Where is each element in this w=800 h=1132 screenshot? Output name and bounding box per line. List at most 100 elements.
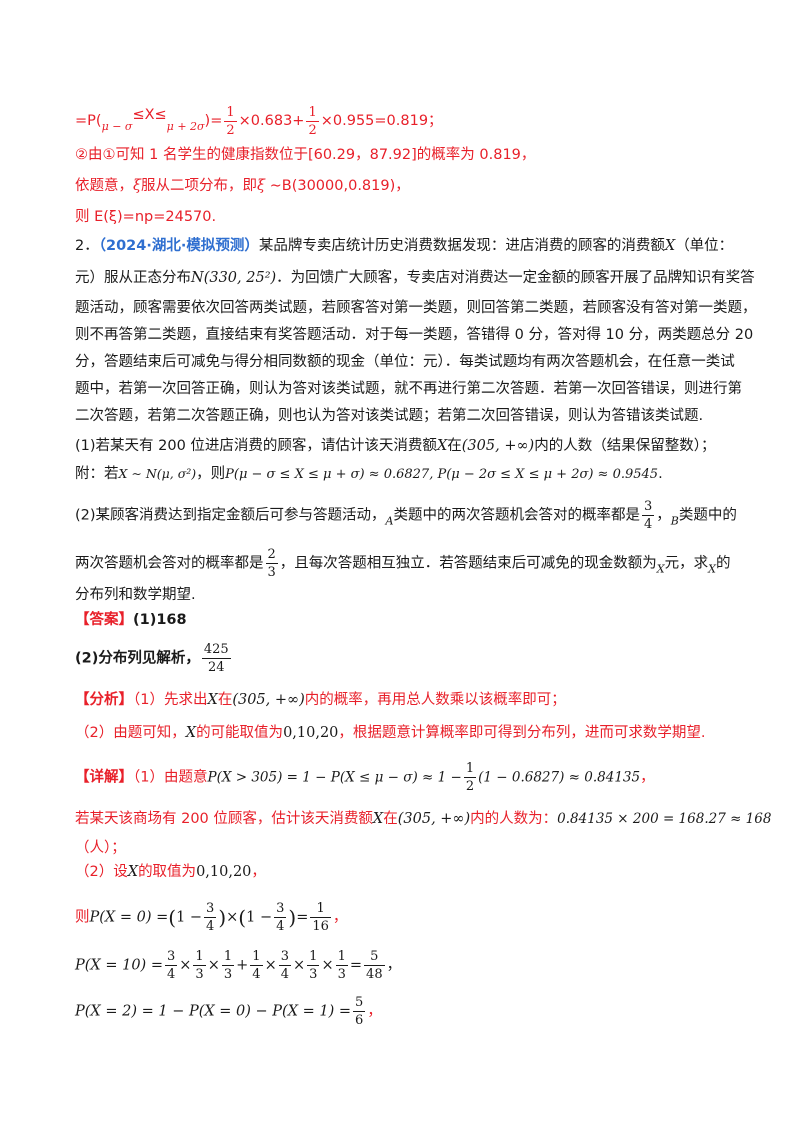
problem-line-5: 分，答题结束后可减免与得分相同数额的现金（单位：元）．每类试题均有两次答题机会，…: [75, 354, 735, 370]
text: ，根据题意计算概率即可得到分布列，进而可求数学期望.: [338, 725, 706, 741]
answer-line-1: 【答案】(1)168: [75, 610, 187, 630]
text: ．为回馈广大顾客，专卖店对消费达一定金额的顾客开展了品牌知识有奖答: [276, 270, 755, 286]
math-normal-dist: N(330, 25²): [191, 270, 277, 286]
text: ，: [640, 769, 655, 786]
math-normal: X ∼ N(μ, σ²): [118, 466, 197, 481]
analysis-label: 【分析】: [75, 692, 133, 708]
text: ，则: [196, 466, 226, 482]
text: 附：若: [75, 466, 119, 482]
math-x: X: [372, 811, 384, 827]
math-mu-minus-sigma: μ − σ: [101, 120, 133, 133]
detail-line-2: 若某天该商场有 200 位顾客，估计该天消费额X在(305, +∞)内的人数为：…: [75, 809, 771, 829]
prev-line-2: ②由①可知 1 名学生的健康指数位于[60.29，87.92]的概率为 0.81…: [75, 147, 536, 163]
text: 的可能取值为: [196, 725, 284, 741]
math-x: X: [436, 438, 448, 454]
question-1-note: 附：若X ∼ N(μ, σ²)，则P(μ − σ ≤ X ≤ μ + σ) ≈ …: [75, 464, 663, 485]
text: 两次答题机会答对的概率都是: [75, 555, 264, 572]
text: 内的人数为：: [470, 811, 558, 827]
text: (1)若某天有 200 位进店消费的顾客，请估计该天消费额: [75, 438, 437, 454]
detail-line-1: 【详解】（1）由题意P(X > 305) = 1 − P(X ≤ μ − σ) …: [75, 762, 655, 793]
math-x: X: [656, 562, 665, 576]
math-x: X: [664, 238, 676, 254]
text: B(30000,0.819)，: [281, 178, 410, 194]
math-x: X: [127, 864, 139, 880]
answer-label: 【答案】: [75, 612, 133, 628]
text: （单位：: [675, 238, 734, 254]
math-xi: ξ: [133, 178, 141, 194]
question-1: (1)若某天有 200 位进店消费的顾客，请估计该天消费额X在(305, +∞)…: [75, 436, 715, 456]
text: 依题意，: [75, 178, 133, 194]
text: 服从二项分布，即: [141, 178, 257, 194]
text: （2）设: [75, 864, 128, 880]
math-expression: 0.84135 × 200 = 168.27 ≈ 168: [557, 811, 772, 827]
math-values: 0,10,20: [283, 725, 339, 741]
text: ，: [251, 864, 266, 880]
answer-1: (1)168: [133, 612, 187, 628]
math-x: X: [207, 692, 218, 708]
problem-line-4: 则不再答第二类题，直接结束有奖答题活动．对于每一类题，答错得 0 分，答对得 1…: [75, 327, 754, 343]
text: ，: [367, 1003, 382, 1020]
problem-number: 2．: [75, 238, 99, 254]
problem-line-1: 2．（2024·湖北·模拟预测）某品牌专卖店统计历史消费数据发现：进店消费的顾客…: [75, 236, 733, 256]
math-expression: (1 − 0.6827) ≈ 0.84135: [478, 769, 641, 786]
math-prob-intervals: P(μ − σ ≤ X ≤ μ + σ) ≈ 0.6827, P(μ − 2σ …: [225, 467, 659, 482]
problem-line-2: 元）服从正态分布N(330, 25²)．为回馈广大顾客，专卖店对消费达一定金额的…: [75, 268, 755, 288]
text: (2)某顾客消费达到指定金额后可参与答题活动，: [75, 507, 386, 524]
problem-line-3: 题活动，顾客需要依次回答两类试题，若顾客答对第一类题，则回答第二类题，若顾客没有…: [75, 300, 757, 316]
text: ，: [656, 507, 671, 524]
analysis-line-2: （2）由题可知，X的可能取值为0,10,20，根据题意计算概率即可得到分布列，进…: [75, 723, 706, 743]
text: ≤X≤: [132, 107, 167, 123]
detail-label: 【详解】: [75, 769, 133, 786]
text: 的: [715, 555, 731, 572]
math-interval: (305, +∞): [232, 692, 305, 708]
detail-line-3: （人）；: [75, 840, 126, 856]
detail-line-4: （2）设X的取值为0,10,20，: [75, 862, 266, 882]
text: ×0.955=0.819；: [320, 113, 443, 129]
math-values: 0,10,20: [196, 864, 252, 880]
prev-line-3: 依题意，ξ服从二项分布，即ξ ∼B(30000,0.819)，: [75, 176, 410, 196]
text: 若某天该商场有 200 位顾客，估计该天消费额: [75, 811, 373, 827]
text: .: [658, 466, 663, 482]
text: （2）由题可知，: [75, 725, 186, 741]
text: ，: [386, 957, 402, 974]
question-2-line-3: 分布列和数学期望.: [75, 587, 196, 603]
text: 某品牌专卖店统计历史消费数据发现：进店消费的顾客的消费额: [258, 238, 665, 254]
text: 在: [447, 438, 462, 454]
problem-line-7: 二次答题，若第二次答题正确，则也认为答对该类试题；若第二次回答错误，则认为答错该…: [75, 408, 704, 424]
text: 内的人数（结果保留整数）；: [534, 438, 716, 454]
problem-source-link[interactable]: （2024·湖北·模拟预测）: [98, 238, 259, 254]
math-expression: P(X = 2) = 1 − P(X = 0) − P(X = 1) =: [75, 1003, 352, 1020]
text: （1）由题意: [133, 769, 208, 786]
text: 类题中的两次答题机会答对的概率都是: [393, 507, 641, 524]
text: =P(: [75, 113, 102, 129]
text: 的取值为: [138, 864, 197, 880]
text: ，且每次答题相互独立．若答题结束后可减免的现金数额为: [279, 555, 657, 572]
math-mu-plus-2sigma: μ + 2σ: [166, 120, 205, 133]
text: )=: [204, 113, 223, 129]
analysis-line-1: 【分析】（1）先求出X在(305, +∞)内的概率，再用总人数乘以该概率即可；: [75, 690, 566, 710]
math-xi-sim: ξ ∼: [257, 178, 282, 194]
text: 元）服从正态分布: [75, 270, 191, 286]
text: 元，求: [664, 555, 709, 572]
answer-2: (2)分布列见解析，: [75, 650, 200, 667]
text: 在: [383, 811, 398, 827]
text: 在: [217, 692, 233, 708]
text: ，: [332, 909, 348, 926]
